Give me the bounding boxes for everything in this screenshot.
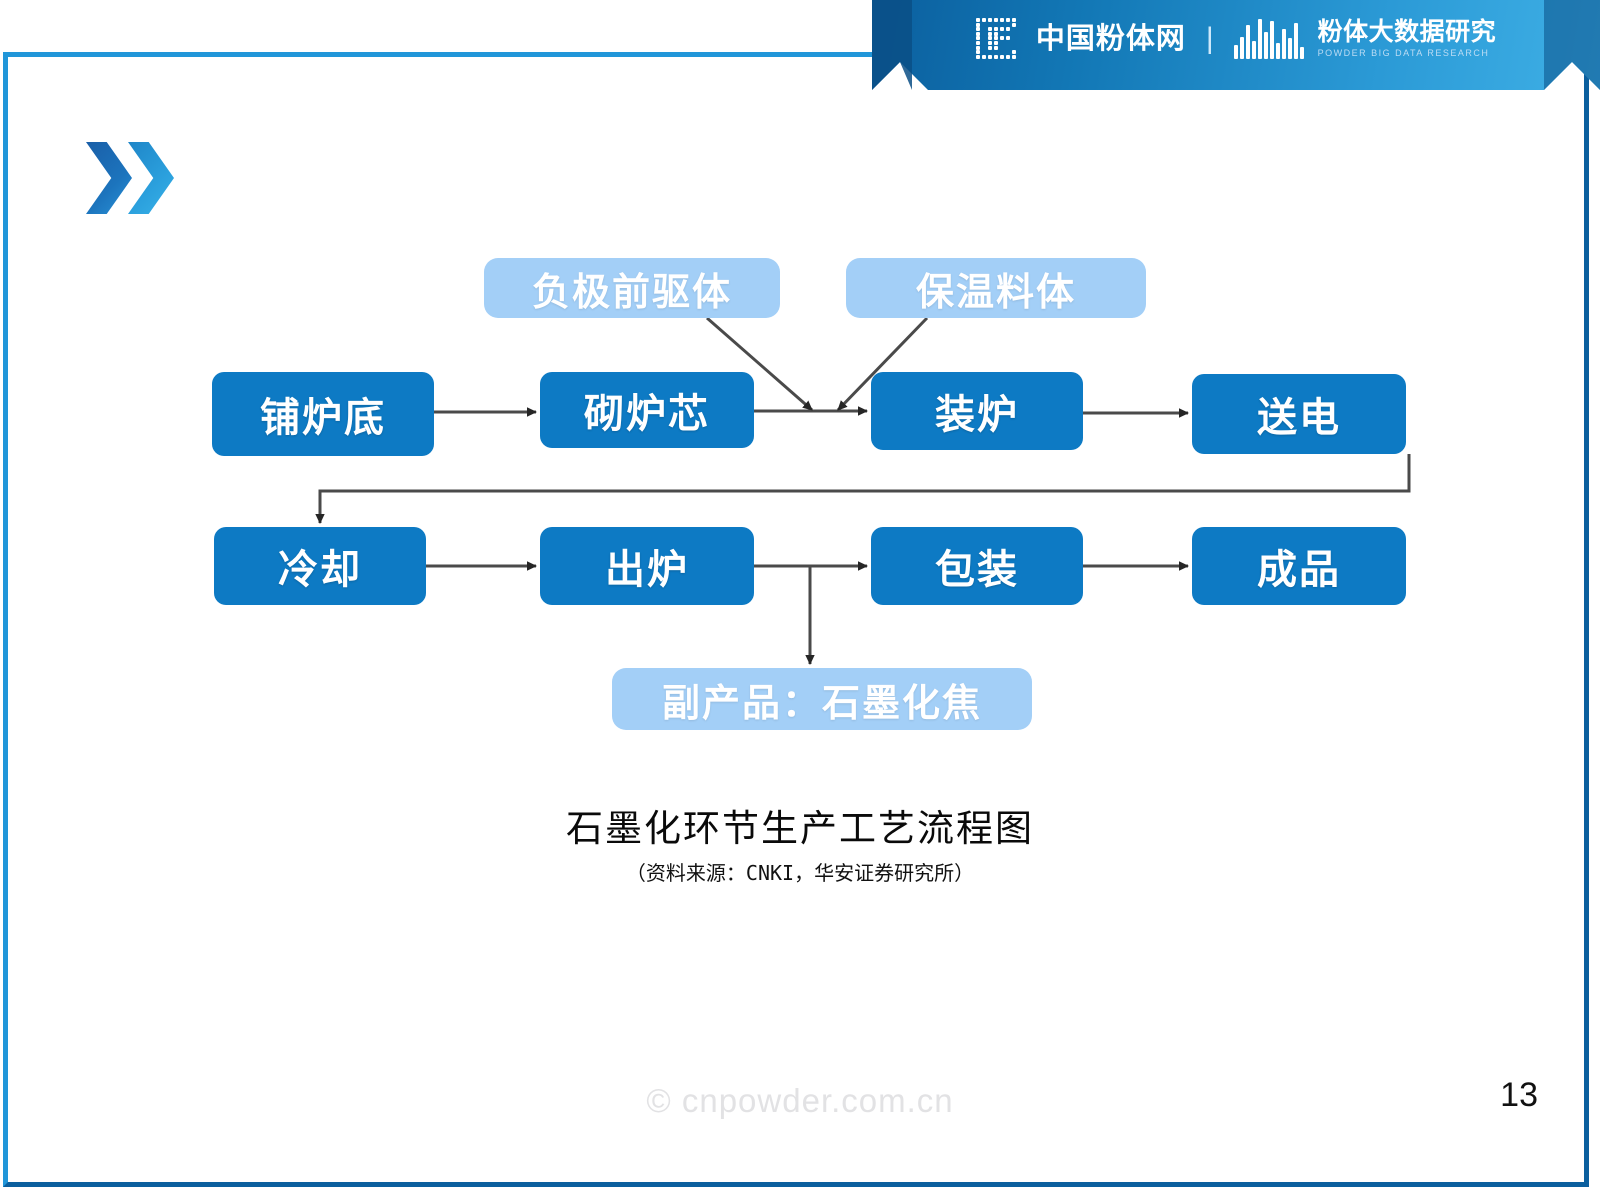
flow-node-label: 铺炉底	[260, 396, 386, 440]
slide-frame	[3, 52, 1589, 1187]
flow-node-n1: 负极前驱体	[484, 258, 780, 318]
double-chevron-right-icon	[86, 142, 178, 214]
flow-node-label: 保温料体	[915, 271, 1076, 314]
brand-banner: 中国粉体网 | 粉体大数据研究 POWDER BIG DATA RESEARCH	[872, 0, 1600, 90]
brand-name-cn: 中国粉体网	[1035, 22, 1186, 55]
flow-node-label: 成品	[1257, 548, 1341, 592]
flow-node-label: 砌炉芯	[584, 392, 710, 436]
flow-node-n9: 包装	[871, 527, 1083, 605]
flow-node-n7: 冷却	[214, 527, 426, 605]
flow-node-label: 送电	[1257, 396, 1341, 440]
flow-node-n3: 铺炉底	[212, 372, 434, 456]
flow-node-n5: 装炉	[871, 372, 1083, 450]
flow-node-label: 副产品：石墨化焦	[661, 682, 982, 725]
flow-node-n11: 副产品：石墨化焦	[612, 668, 1032, 730]
figure-title: 石墨化环节生产工艺流程图	[566, 807, 1034, 850]
flow-node-label: 冷却	[278, 548, 362, 592]
flow-node-n4: 砌炉芯	[540, 372, 754, 448]
cnpowder-pixel-logo-icon	[975, 18, 1022, 60]
brand-sub-name-en: POWDER BIG DATA RESEARCH	[1317, 48, 1490, 58]
flow-node-n10: 成品	[1192, 527, 1406, 605]
flow-node-n8: 出炉	[540, 527, 754, 605]
figure-caption-block: 石墨化环节生产工艺流程图 （资料来源：CNKI，华安证券研究所）	[0, 807, 1600, 886]
flow-node-label: 装炉	[935, 393, 1019, 437]
flow-node-n6: 送电	[1192, 374, 1406, 454]
brand-sub-name-cn: 粉体大数据研究	[1317, 18, 1497, 46]
brand-separator: |	[1205, 22, 1214, 55]
flow-node-label: 出炉	[605, 548, 689, 592]
flow-node-label: 包装	[935, 548, 1019, 592]
page-number: 13	[1500, 1076, 1538, 1114]
site-watermark: © cnpowder.com.cn	[646, 1082, 954, 1119]
waveform-bars-icon	[1233, 19, 1304, 59]
flow-node-n2: 保温料体	[846, 258, 1146, 318]
figure-source: （资料来源：CNKI，华安证券研究所）	[625, 860, 975, 885]
flow-node-label: 负极前驱体	[531, 271, 732, 314]
